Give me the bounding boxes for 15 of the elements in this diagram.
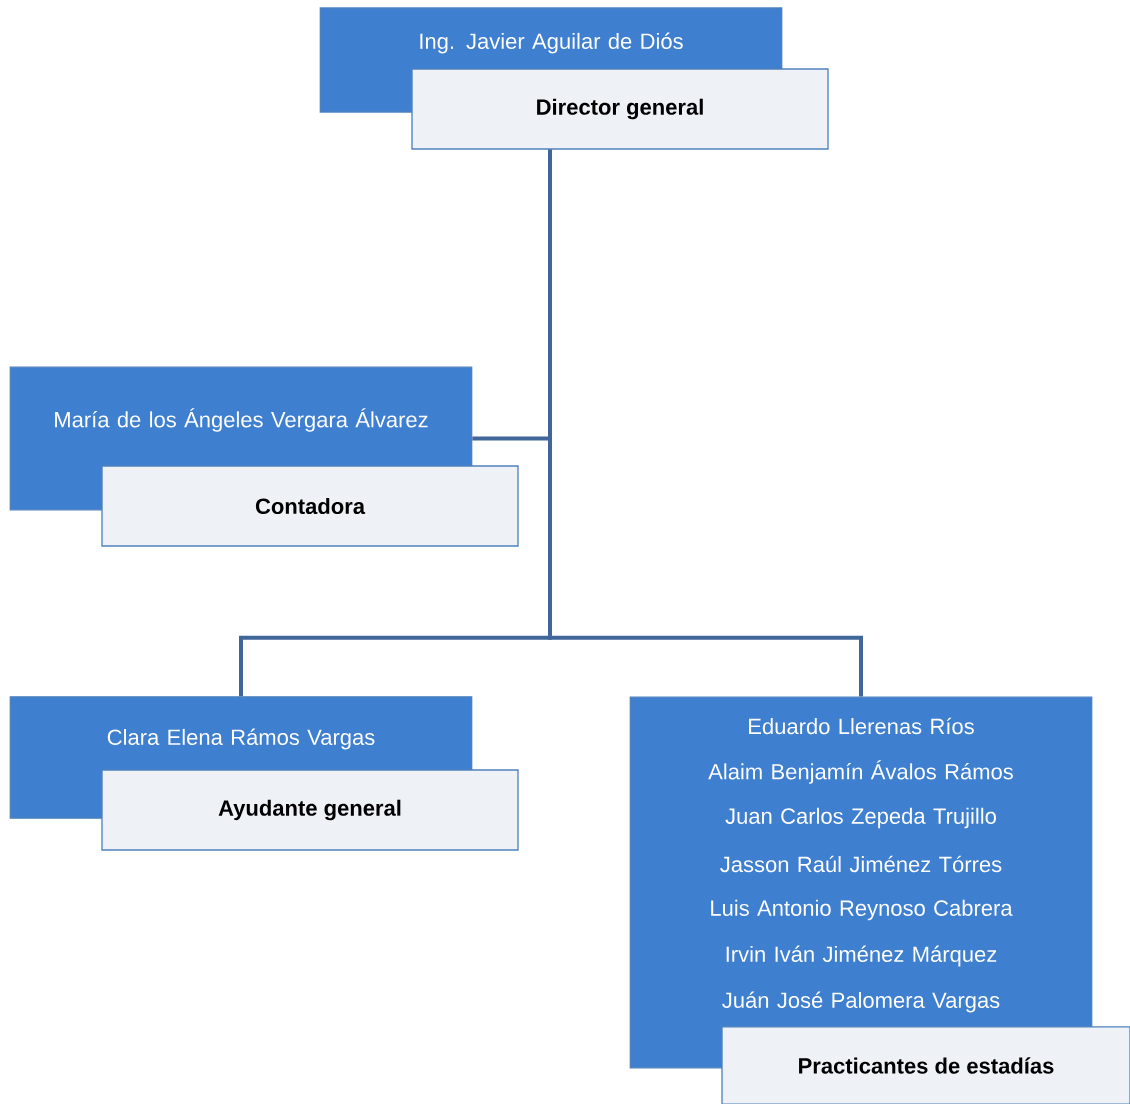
- role-box: Contadora: [101, 465, 519, 547]
- name-text: Jasson Raúl Jiménez Tórres: [720, 855, 1002, 873]
- role-box: Practicantes de estadías: [721, 1026, 1130, 1104]
- name-text: Clara Elena Rámos Vargas: [107, 728, 375, 750]
- role-box: Ayudante general: [101, 769, 519, 851]
- name-text: Irvin Iván Jiménez Márquez: [726, 945, 997, 967]
- name-text: Juán José Palomera Vargas: [722, 991, 1000, 1013]
- name-text: Eduardo Llerenas Ríos: [749, 717, 974, 735]
- name-text: Juan Carlos Zepeda Trujillo: [725, 807, 996, 829]
- name-text: Ing. Javier Aguilar de Diós: [420, 32, 683, 54]
- name-text: Luis Antonio Reynoso Cabrera: [711, 899, 1013, 921]
- name-text: Alaim Benjamín Ávalos Rámos: [708, 760, 1013, 784]
- role-box: Director general: [411, 68, 829, 150]
- connector-line: [548, 149, 863, 697]
- name-text: María de los Ángeles Vergara Álvarez: [55, 408, 428, 432]
